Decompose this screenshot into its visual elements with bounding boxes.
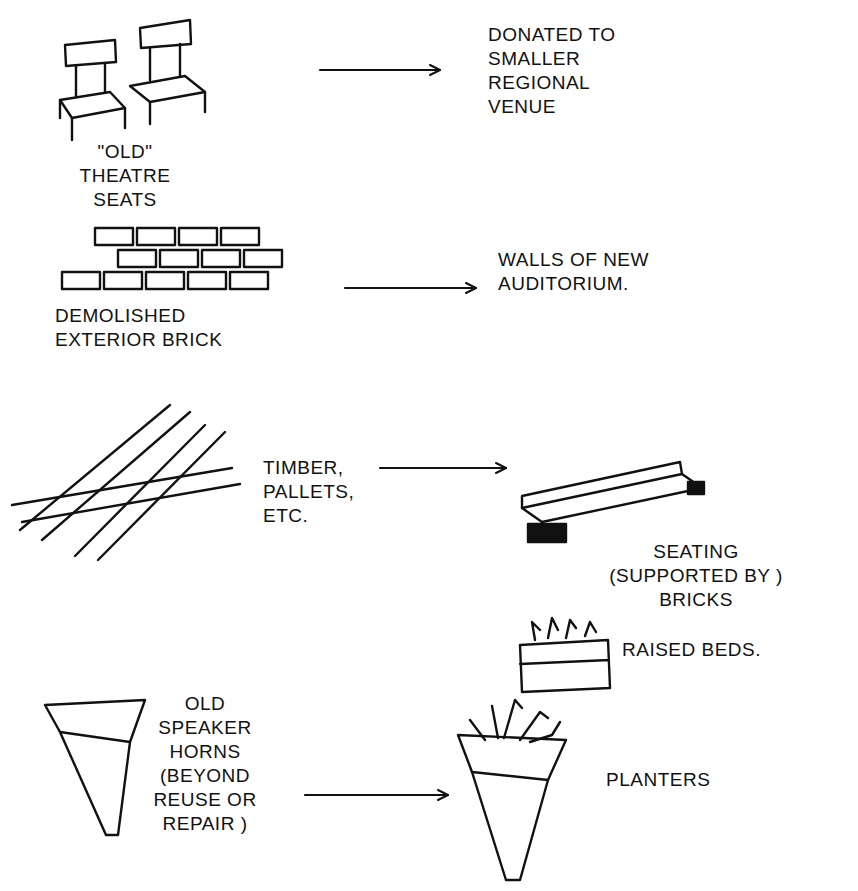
sketch-item: SEATING (SUPPORTED BY ) BRICKS xyxy=(506,420,796,615)
horn-body xyxy=(45,700,145,835)
timber-plank xyxy=(75,425,225,560)
brick xyxy=(118,250,156,267)
sketch-item: OLD SPEAKER HORNS (BEYOND REUSE OR REPAI… xyxy=(40,690,305,858)
brick xyxy=(137,228,175,245)
theatre-seats-sketch xyxy=(60,20,205,140)
flow-arrow xyxy=(380,467,506,469)
sketch-item: DONATED TO SMALLER REGIONAL VENUE xyxy=(440,15,630,140)
planter-plants xyxy=(470,700,560,742)
sketch-item: "OLD" THEATRE SEATS xyxy=(55,10,320,235)
sketch-item: RAISED BEDS. xyxy=(512,612,802,697)
seat-back xyxy=(140,20,191,48)
speaker-horn-sketch xyxy=(45,700,145,835)
bench-edge xyxy=(522,462,682,508)
handwritten-label: SEATING (SUPPORTED BY ) BRICKS xyxy=(601,540,791,612)
sketch-item: TIMBER, PALLETS, ETC. xyxy=(5,398,380,563)
brick xyxy=(179,228,217,245)
planter-body xyxy=(458,735,566,880)
seat-base xyxy=(60,92,125,118)
handwritten-label: "OLD" THEATRE SEATS xyxy=(60,140,190,212)
brick xyxy=(160,250,198,267)
flow-arrow xyxy=(305,794,448,796)
bench-plank xyxy=(522,474,702,522)
seat-post xyxy=(150,44,180,80)
brick xyxy=(146,272,184,289)
timber-sketch xyxy=(12,405,240,560)
seat-back xyxy=(65,40,116,66)
flow-arrow xyxy=(320,69,440,71)
handwritten-label: DEMOLISHED EXTERIOR BRICK xyxy=(55,304,255,352)
brick xyxy=(202,250,240,267)
planter-rim xyxy=(472,772,548,780)
sketch-item: PLANTERS xyxy=(448,700,738,888)
bench-sketch xyxy=(522,462,704,542)
handwritten-label: DONATED TO SMALLER REGIONAL VENUE xyxy=(488,23,628,119)
seat-base xyxy=(130,76,205,102)
seat-leg xyxy=(150,92,205,124)
horn-rim xyxy=(60,732,130,742)
handwritten-label: PLANTERS xyxy=(606,768,731,792)
sketch-item: WALLS OF NEW AUDITORIUM. xyxy=(476,240,676,350)
bed-plants xyxy=(532,618,596,640)
seat-leg xyxy=(60,100,125,140)
support-brick xyxy=(528,524,566,542)
timber-plank xyxy=(20,405,190,540)
brick-wall-sketch xyxy=(62,228,282,289)
sketch-item: DEMOLISHED EXTERIOR BRICK xyxy=(50,222,345,360)
brick xyxy=(188,272,226,289)
handwritten-label: RAISED BEDS. xyxy=(622,638,797,662)
brick xyxy=(104,272,142,289)
brick xyxy=(95,228,133,245)
seat-post xyxy=(76,63,105,96)
bed-box xyxy=(520,640,610,692)
handwritten-label: TIMBER, PALLETS, ETC. xyxy=(263,456,373,528)
handwritten-label: WALLS OF NEW AUDITORIUM. xyxy=(498,248,658,296)
brick xyxy=(244,250,282,267)
planter-sketch xyxy=(458,700,566,880)
support-brick xyxy=(688,482,704,494)
raised-bed-sketch xyxy=(520,618,610,692)
flow-arrow xyxy=(345,287,476,289)
brick xyxy=(230,272,268,289)
brick xyxy=(62,272,100,289)
timber-plank xyxy=(12,468,240,522)
brick xyxy=(221,228,259,245)
handwritten-label: OLD SPEAKER HORNS (BEYOND REUSE OR REPAI… xyxy=(145,692,265,836)
